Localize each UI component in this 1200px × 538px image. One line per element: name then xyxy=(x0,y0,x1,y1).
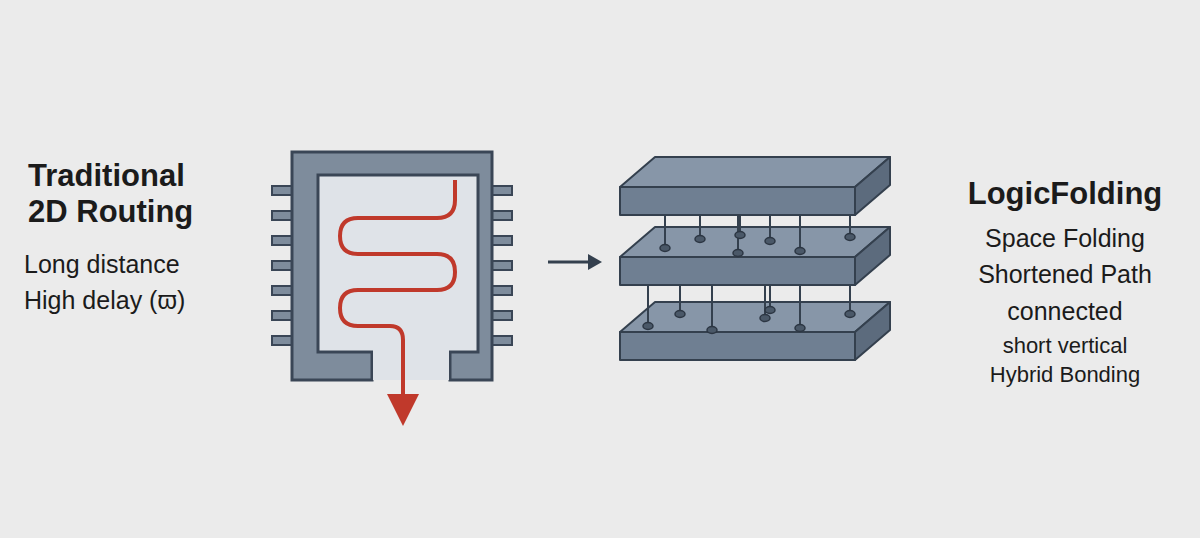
side-title: LogicFolding xyxy=(968,176,1163,212)
bond-pad xyxy=(765,307,775,314)
bond-pad xyxy=(735,232,745,239)
chip-tab xyxy=(373,350,449,380)
side-note: Hybrid Bonding xyxy=(990,362,1140,387)
slab-side xyxy=(855,157,890,215)
slab-side xyxy=(855,227,890,285)
side-note: Long distance xyxy=(24,250,180,279)
hybrid-bond-pillar xyxy=(647,285,649,326)
transition-arrow-head xyxy=(588,254,602,270)
bond-pad xyxy=(695,236,705,243)
side-note: Space Folding xyxy=(985,224,1145,253)
hybrid-bond-pillar xyxy=(764,285,766,318)
slab-front xyxy=(620,187,855,215)
die-stack xyxy=(620,157,890,360)
slab-front xyxy=(620,257,855,285)
hybrid-bond-pillar xyxy=(711,285,713,330)
side-title: Traditional 2D Routing xyxy=(28,158,218,229)
routing-path xyxy=(340,180,455,410)
bond-pad xyxy=(707,327,717,334)
bond-pad xyxy=(845,234,855,241)
bond-pad xyxy=(660,245,670,252)
bond-pad xyxy=(795,325,805,332)
hybrid-bond-pillar xyxy=(679,285,681,314)
transition-arrow xyxy=(548,261,590,264)
slab-front xyxy=(620,332,855,360)
bond-pad xyxy=(795,248,805,255)
hybrid-bond-pillar xyxy=(664,215,666,248)
chip-frame xyxy=(292,152,492,380)
hybrid-bond-pillar xyxy=(799,215,801,251)
hybrid-bond-pillar xyxy=(849,285,851,314)
bond-pad xyxy=(733,250,743,257)
side-note: connected xyxy=(1007,297,1122,326)
slab-side xyxy=(855,302,890,360)
bond-pad xyxy=(675,311,685,318)
side-note: High delay (ϖ) xyxy=(24,286,185,315)
bond-pad xyxy=(845,311,855,318)
bond-pad xyxy=(765,238,775,245)
bond-pad xyxy=(643,323,653,330)
hybrid-bond-pillar xyxy=(799,285,801,328)
side-note: short vertical xyxy=(1003,333,1128,358)
bond-pad xyxy=(760,315,770,322)
slab-top xyxy=(620,157,890,187)
side-note: Shortened Path xyxy=(978,260,1152,289)
